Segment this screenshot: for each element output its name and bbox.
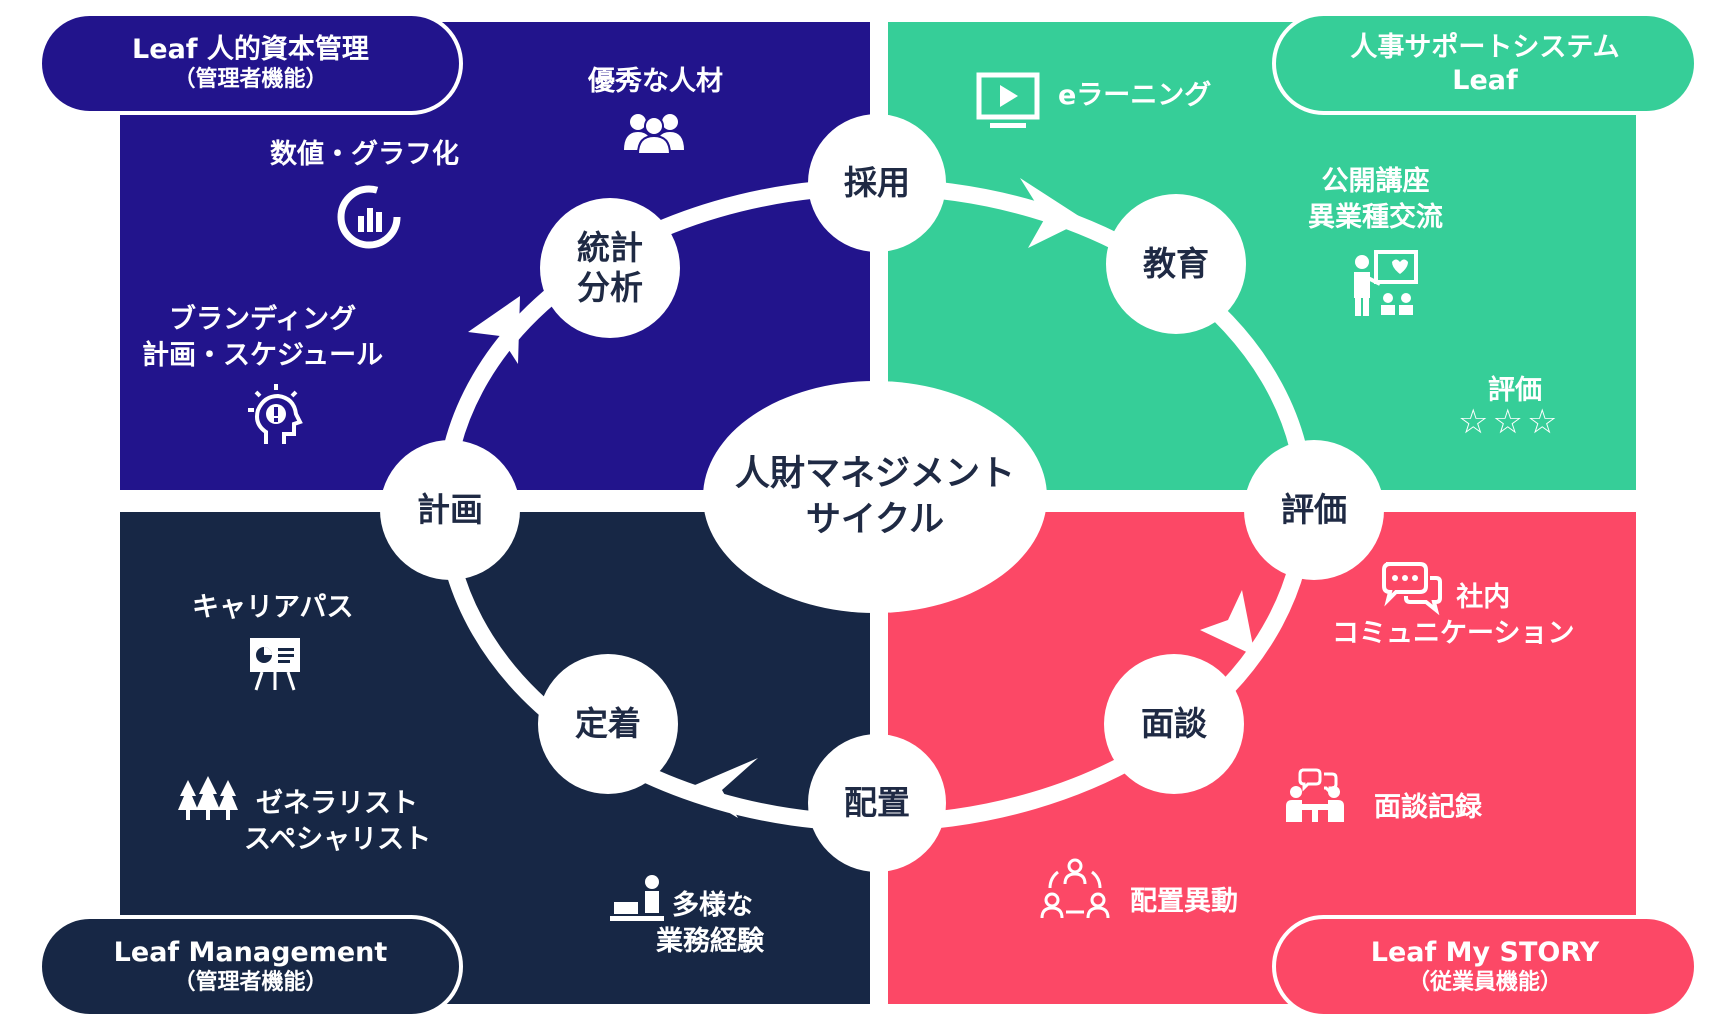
badge-subtitle: （管理者機能） — [173, 66, 328, 92]
badge-leaf-my-story: Leaf My STORY （従業員機能） — [1272, 915, 1698, 1018]
label-career-path: キャリアパス — [192, 592, 354, 623]
node-saiyo: 採用 — [808, 114, 946, 252]
teacher-board-icon — [1354, 250, 1418, 316]
node-label: 計画 — [417, 490, 483, 529]
node-teichaku: 定着 — [538, 654, 678, 794]
badge-subtitle: （従業員機能） — [1407, 969, 1562, 995]
stars-rating: ☆☆☆ — [1458, 402, 1562, 442]
label-talent: 優秀な人材 — [588, 66, 723, 97]
chart-circle-icon — [337, 185, 401, 249]
cycle-center: 人財マネジメント サイクル — [703, 381, 1047, 613]
arrow-keikaku-tokei — [468, 296, 520, 364]
node-label: 定着 — [575, 704, 641, 743]
arrow-hyoka-mendan — [1200, 590, 1255, 656]
chat-bubbles-icon — [1382, 562, 1442, 616]
badge-title: Leaf Management — [113, 936, 388, 968]
cycle-arrowheads — [468, 178, 1255, 818]
badge-subtitle: （管理者機能） — [173, 969, 328, 995]
node-mendan: 面談 — [1104, 654, 1244, 794]
badge-leaf-management: Leaf Management （管理者機能） — [38, 915, 463, 1018]
arrow-haichi-teichaku — [688, 758, 758, 818]
label-transfer: 配置異動 — [1130, 886, 1238, 917]
node-hyoka: 評価 — [1244, 440, 1384, 580]
node-kyoiku: 教育 — [1106, 194, 1246, 334]
desk-worker-icon — [610, 875, 664, 921]
label-line: スペシャリスト — [244, 824, 432, 855]
badge-subtitle: Leaf — [1452, 64, 1518, 96]
label-interview-record: 面談記録 — [1374, 792, 1482, 823]
badge-title: 人事サポートシステム — [1350, 31, 1620, 63]
label-line: コミュニケーション — [1332, 618, 1575, 649]
node-haichi: 配置 — [808, 734, 946, 872]
node-label: 評価 — [1281, 490, 1347, 529]
meeting-table-icon — [1286, 768, 1344, 822]
label-lecture: 公開講座 異業種交流 — [1308, 164, 1443, 236]
label-experience: 多様な 業務経験 — [656, 888, 764, 960]
label-line: 異業種交流 — [1308, 202, 1443, 233]
node-label-line2: 分析 — [577, 268, 643, 307]
label-communication: 社内 コミュニケーション — [1332, 580, 1574, 652]
people-group-icon — [624, 114, 684, 155]
label-line: 業務経験 — [656, 926, 764, 957]
rotation-people-icon — [1040, 858, 1110, 919]
center-line2: サイクル — [805, 500, 945, 540]
node-label: 配置 — [844, 783, 910, 822]
badge-title: Leaf My STORY — [1370, 936, 1600, 968]
node-label: 採用 — [844, 163, 910, 202]
label-line: 社内 — [1456, 582, 1511, 613]
badge-title: Leaf 人的資本管理 — [132, 33, 369, 65]
label-line: ブランディング — [169, 304, 357, 335]
lightbulb-head-icon — [248, 384, 303, 444]
label-line: 多様な — [672, 890, 753, 921]
badge-hr-support-leaf: 人事サポートシステム Leaf — [1272, 12, 1698, 115]
label-line: 計画・スケジュール — [142, 340, 384, 371]
node-label: 教育 — [1143, 244, 1209, 283]
label-graph: 数値・グラフ化 — [270, 139, 459, 170]
node-label-line1: 統計 — [577, 228, 643, 267]
center-line1: 人財マネジメント — [734, 454, 1015, 494]
presentation-board-icon — [250, 638, 300, 691]
label-elearning: eラーニング — [1058, 80, 1212, 111]
label-line: 公開講座 — [1321, 166, 1430, 197]
label-evaluation: 評価 — [1488, 375, 1542, 406]
node-label: 面談 — [1141, 704, 1207, 743]
label-branding: ブランディング 計画・スケジュール — [142, 302, 383, 374]
trees-icon — [178, 776, 238, 820]
node-keikaku: 計画 — [380, 440, 520, 580]
video-play-icon — [976, 72, 1040, 128]
label-generalist: ゼネラリスト スペシャリスト — [244, 786, 431, 858]
node-tokei-bunseki: 統計 分析 — [540, 198, 680, 338]
arrow-saiyo-kyoiku — [1020, 178, 1085, 248]
badge-leaf-human-capital: Leaf 人的資本管理 （管理者機能） — [38, 12, 463, 115]
label-line: ゼネラリスト — [256, 788, 418, 819]
